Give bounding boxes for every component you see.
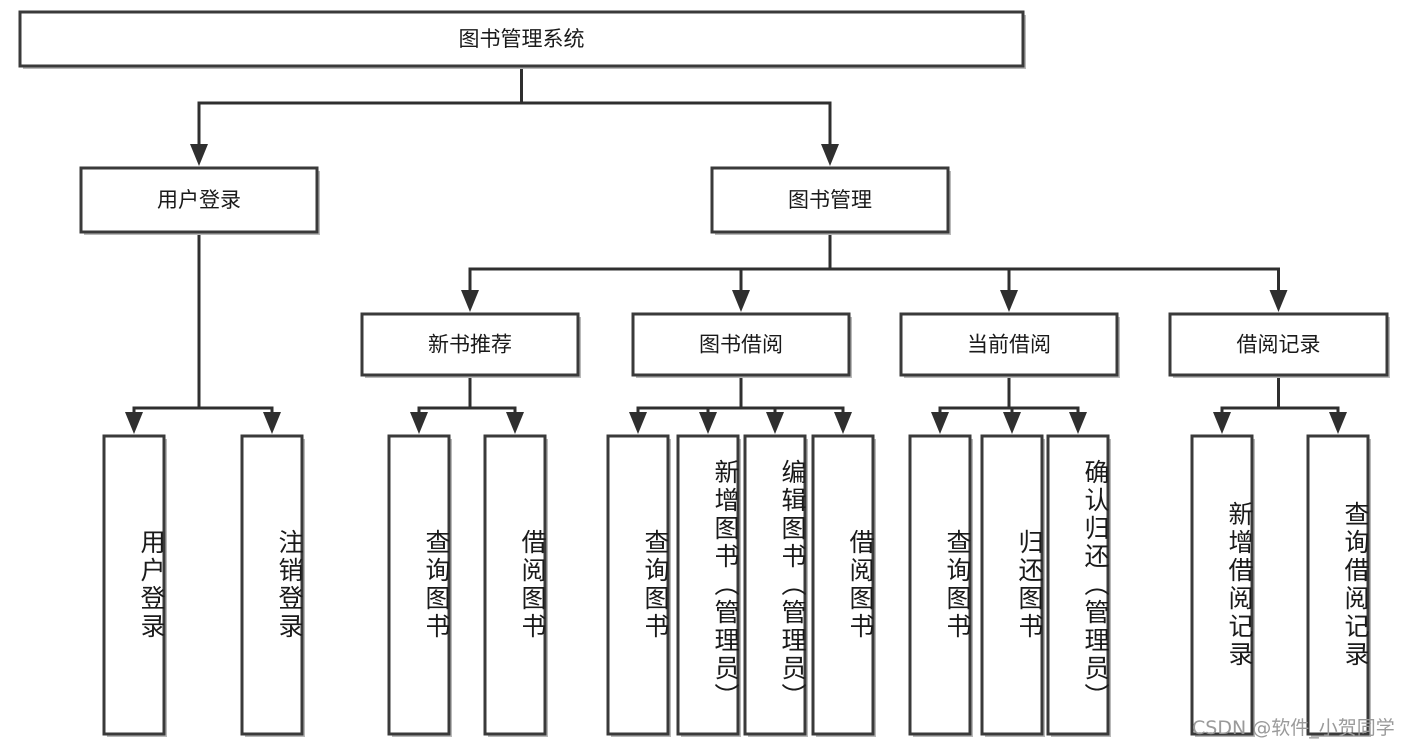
arrow-head-icon	[1329, 412, 1347, 434]
arrow-head-icon	[506, 412, 524, 434]
node-label-l3_3: 借阅记录	[1237, 333, 1321, 357]
arrow-head-icon	[1069, 412, 1087, 434]
nodes-layer	[18, 10, 1390, 737]
node-label-l2_0: 用户登录	[157, 188, 241, 212]
node-box-root[interactable]	[18, 10, 1025, 68]
arrow-head-icon	[1000, 290, 1018, 312]
node-box-l3_3[interactable]	[1168, 312, 1389, 377]
node-box-l3_2[interactable]	[899, 312, 1119, 377]
arrow-head-icon	[931, 412, 949, 434]
node-box-l2_0[interactable]	[79, 166, 319, 234]
node-box-leaf_4[interactable]	[606, 434, 670, 736]
arrow-head-icon	[732, 290, 750, 312]
node-label-l2_1: 图书管理	[788, 188, 872, 212]
edges-layer	[125, 64, 1347, 434]
node-box-leaf_7[interactable]	[811, 434, 875, 736]
node-label-l3_2: 当前借阅	[967, 333, 1051, 357]
node-box-leaf_2[interactable]	[387, 434, 451, 736]
node-box-leaf_6[interactable]	[743, 434, 807, 736]
node-box-l3_1[interactable]	[631, 312, 851, 377]
arrow-head-icon	[834, 412, 852, 434]
arrow-head-icon	[629, 412, 647, 434]
node-label-l3_0: 新书推荐	[428, 333, 512, 357]
node-box-leaf_1[interactable]	[240, 434, 304, 736]
node-label-root: 图书管理系统	[459, 27, 585, 51]
node-box-l2_1[interactable]	[710, 166, 950, 234]
arrow-head-icon	[1213, 412, 1231, 434]
node-box-leaf_8[interactable]	[908, 434, 972, 736]
arrow-head-icon	[263, 412, 281, 434]
node-box-leaf_11[interactable]	[1190, 434, 1254, 736]
node-box-leaf_10[interactable]	[1046, 434, 1110, 736]
node-label-l3_1: 图书借阅	[699, 333, 783, 357]
arrow-head-icon	[821, 144, 839, 166]
arrow-head-icon	[410, 412, 428, 434]
node-box-leaf_9[interactable]	[980, 434, 1044, 736]
arrow-head-icon	[766, 412, 784, 434]
arrow-head-icon	[1269, 290, 1288, 312]
node-box-leaf_3[interactable]	[483, 434, 547, 736]
arrow-head-icon	[125, 412, 143, 434]
arrow-head-icon	[1003, 412, 1021, 434]
csdn-watermark: CSDN @软件_小贺同学	[1192, 717, 1395, 739]
arrow-head-icon	[461, 290, 479, 312]
node-box-l3_0[interactable]	[360, 312, 580, 377]
arrow-head-icon	[190, 144, 208, 166]
arrow-head-icon	[699, 412, 717, 434]
node-box-leaf_12[interactable]	[1306, 434, 1370, 736]
node-box-leaf_5[interactable]	[676, 434, 740, 736]
node-box-leaf_0[interactable]	[102, 434, 166, 736]
